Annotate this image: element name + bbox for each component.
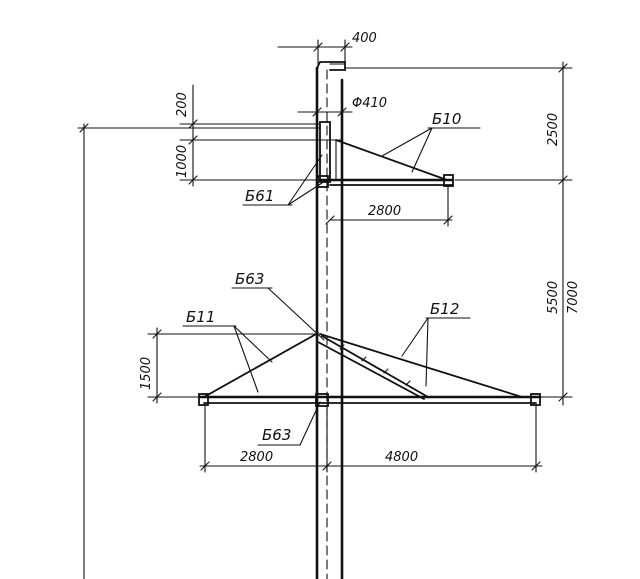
label-5500: 5500 (546, 281, 561, 314)
lower-crossarm (198, 332, 542, 407)
callout-b10: Б10 (432, 110, 461, 128)
label-2800-upper: 2800 (368, 204, 401, 219)
dimension-diameter (297, 107, 353, 117)
leader-lines (182, 127, 481, 446)
dimension-1500 (147, 327, 319, 404)
label-diameter: Φ410 (352, 96, 387, 111)
pole (315, 61, 346, 579)
label-1000: 1000 (175, 145, 190, 178)
label-4800: 4800 (385, 450, 418, 465)
callout-b12: Б12 (430, 300, 459, 318)
label-top-width: 400 (352, 31, 377, 46)
dimension-2800-upper (325, 185, 453, 227)
label-2800-lower: 2800 (240, 450, 273, 465)
label-2500: 2500 (546, 113, 561, 146)
callout-b63-top: Б63 (235, 270, 264, 288)
label-7000: 7000 (566, 281, 581, 314)
dimension-right-column (344, 61, 573, 406)
dimension-bottom (199, 404, 543, 473)
callout-b11: Б11 (186, 308, 215, 326)
dimension-left-long (77, 123, 321, 579)
callout-b61: Б61 (245, 187, 274, 205)
dimension-400 (277, 39, 353, 69)
dimension-200-1000 (179, 84, 335, 187)
label-1500: 1500 (139, 357, 154, 390)
callout-b63-bottom: Б63 (262, 426, 291, 444)
label-200: 200 (175, 92, 190, 117)
